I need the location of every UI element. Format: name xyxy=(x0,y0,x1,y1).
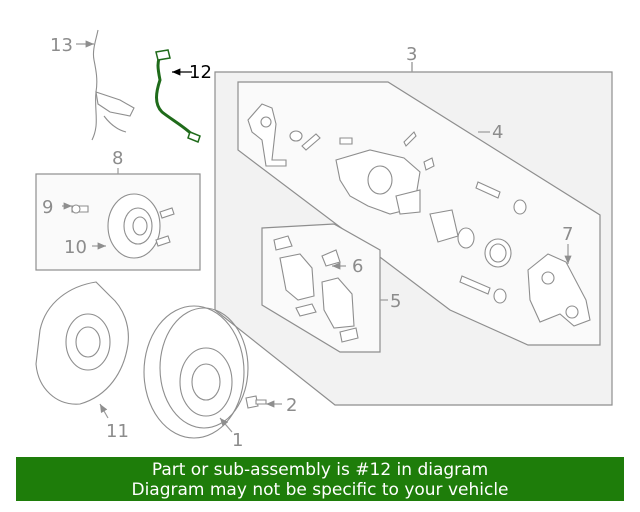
bolt-drawing xyxy=(245,395,267,409)
callout-7: 7 xyxy=(562,224,573,245)
callout-12: 12 xyxy=(189,62,212,83)
dust-shield-drawing xyxy=(35,281,129,405)
banner-line-2: Diagram may not be specific to your vehi… xyxy=(131,480,509,500)
hub-drawing xyxy=(71,193,175,259)
callout-8: 8 xyxy=(112,148,123,169)
banner-line-1: Part or sub-assembly is #12 in diagram xyxy=(151,460,489,480)
callout-11: 11 xyxy=(106,421,129,442)
wheel-speed-sensor-drawing xyxy=(91,29,135,141)
brake-rotor-drawing xyxy=(143,305,249,439)
callout-5: 5 xyxy=(390,291,401,312)
leader-lines xyxy=(62,40,572,433)
brake-pads-drawing xyxy=(273,235,359,343)
caliper-bracket-drawing xyxy=(247,103,591,327)
callout-9: 9 xyxy=(42,197,53,218)
caliper-sub-box xyxy=(237,81,601,346)
callout-4: 4 xyxy=(492,122,503,143)
info-banner: Part or sub-assembly is #12 in diagram D… xyxy=(16,457,624,501)
brake-hose-drawing xyxy=(155,49,201,143)
callout-2: 2 xyxy=(286,395,297,416)
callout-10: 10 xyxy=(64,237,87,258)
callout-13: 13 xyxy=(50,35,73,56)
callout-6: 6 xyxy=(352,256,363,277)
parts-diagram: 13 12 3 4 8 9 10 7 6 5 2 11 1 xyxy=(35,29,613,451)
callout-1: 1 xyxy=(232,430,243,451)
callout-3: 3 xyxy=(406,44,417,65)
